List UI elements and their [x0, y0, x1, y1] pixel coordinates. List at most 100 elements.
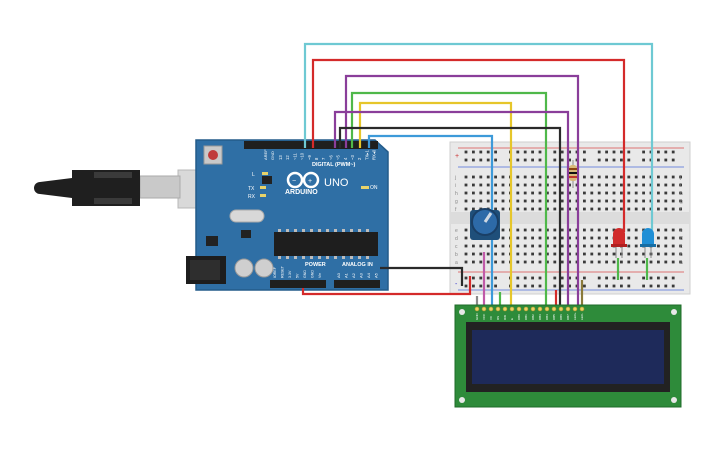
breadboard-hole[interactable] [494, 175, 497, 179]
breadboard-hole[interactable] [679, 183, 682, 187]
breadboard-hole[interactable] [472, 276, 475, 280]
breadboard-hole[interactable] [553, 199, 557, 203]
breadboard-hole[interactable] [597, 150, 601, 154]
breadboard-hole[interactable] [627, 260, 631, 264]
arduino-board[interactable]: TX RX L ON − + ARDUINO UNO DIGITAL (PWM~… [186, 139, 389, 291]
breadboard-hole[interactable] [627, 191, 631, 195]
breadboard-hole[interactable] [620, 191, 623, 195]
breadboard-hole[interactable] [664, 236, 668, 240]
breadboard-hole[interactable] [546, 183, 549, 187]
breadboard-hole[interactable] [627, 150, 631, 154]
breadboard-hole[interactable] [605, 260, 608, 264]
breadboard-hole[interactable] [605, 150, 608, 154]
breadboard-hole[interactable] [479, 175, 483, 179]
breadboard-hole[interactable] [679, 175, 682, 179]
breadboard-hole[interactable] [605, 276, 608, 280]
breadboard-hole[interactable] [560, 260, 564, 264]
breadboard-hole[interactable] [568, 252, 571, 256]
breadboard-hole[interactable] [546, 260, 549, 264]
breadboard-hole[interactable] [612, 276, 616, 280]
breadboard-hole[interactable] [472, 252, 475, 256]
breadboard-hole[interactable] [568, 183, 571, 187]
breadboard-hole[interactable] [664, 284, 668, 288]
breadboard-hole[interactable] [671, 244, 675, 248]
breadboard-hole[interactable] [560, 276, 564, 280]
breadboard-hole[interactable] [627, 236, 631, 240]
breadboard-hole[interactable] [516, 236, 520, 240]
breadboard-hole[interactable] [516, 252, 520, 256]
breadboard-hole[interactable] [664, 228, 668, 232]
breadboard-hole[interactable] [620, 183, 623, 187]
breadboard-hole[interactable] [657, 175, 660, 179]
breadboard-hole[interactable] [634, 244, 638, 248]
breadboard-hole[interactable] [583, 228, 586, 232]
breadboard-hole[interactable] [538, 276, 542, 280]
breadboard-hole[interactable] [657, 244, 660, 248]
breadboard-hole[interactable] [583, 183, 586, 187]
breadboard-hole[interactable] [486, 199, 490, 203]
breadboard-hole[interactable] [523, 284, 527, 288]
breadboard-hole[interactable] [634, 191, 638, 195]
breadboard-hole[interactable] [583, 260, 586, 264]
breadboard-hole[interactable] [464, 207, 468, 211]
breadboard-hole[interactable] [664, 175, 668, 179]
breadboard-hole[interactable] [531, 199, 534, 203]
breadboard-hole[interactable] [605, 158, 608, 162]
breadboard-hole[interactable] [494, 252, 497, 256]
breadboard-hole[interactable] [657, 236, 660, 240]
breadboard-hole[interactable] [523, 175, 527, 179]
breadboard-hole[interactable] [523, 207, 527, 211]
breadboard-hole[interactable] [597, 191, 601, 195]
breadboard-hole[interactable] [657, 191, 660, 195]
breadboard-hole[interactable] [590, 199, 594, 203]
breadboard-hole[interactable] [516, 158, 520, 162]
power-header[interactable] [270, 280, 326, 288]
breadboard-hole[interactable] [612, 228, 616, 232]
breadboard-hole[interactable] [634, 236, 638, 240]
breadboard-hole[interactable] [538, 284, 542, 288]
breadboard-hole[interactable] [590, 244, 594, 248]
breadboard-hole[interactable] [523, 228, 527, 232]
breadboard-hole[interactable] [620, 276, 623, 280]
breadboard-hole[interactable] [605, 175, 608, 179]
breadboard-hole[interactable] [597, 207, 601, 211]
breadboard-hole[interactable] [671, 236, 675, 240]
breadboard-hole[interactable] [531, 158, 534, 162]
breadboard-hole[interactable] [486, 244, 490, 248]
breadboard-hole[interactable] [494, 183, 497, 187]
breadboard-hole[interactable] [531, 175, 534, 179]
breadboard-hole[interactable] [627, 284, 631, 288]
breadboard-hole[interactable] [546, 244, 549, 248]
resistor-icon[interactable] [569, 160, 577, 188]
wire-purple-2[interactable] [333, 110, 570, 310]
breadboard-hole[interactable] [553, 228, 557, 232]
breadboard-hole[interactable] [642, 260, 645, 264]
breadboard-hole[interactable] [516, 244, 520, 248]
breadboard-hole[interactable] [472, 150, 475, 154]
breadboard-hole[interactable] [597, 236, 601, 240]
breadboard-hole[interactable] [472, 284, 475, 288]
breadboard-hole[interactable] [590, 175, 594, 179]
breadboard-hole[interactable] [464, 191, 468, 195]
breadboard-hole[interactable] [605, 236, 608, 240]
breadboard-hole[interactable] [560, 207, 564, 211]
breadboard-hole[interactable] [553, 260, 557, 264]
breadboard-hole[interactable] [523, 191, 527, 195]
breadboard-hole[interactable] [642, 158, 645, 162]
breadboard-hole[interactable] [634, 260, 638, 264]
breadboard-hole[interactable] [486, 158, 490, 162]
breadboard-hole[interactable] [560, 244, 564, 248]
breadboard-hole[interactable] [494, 260, 497, 264]
breadboard-hole[interactable] [642, 175, 645, 179]
breadboard-hole[interactable] [516, 150, 520, 154]
breadboard-hole[interactable] [664, 158, 668, 162]
breadboard-hole[interactable] [597, 252, 601, 256]
lcd-pin[interactable] [502, 306, 508, 312]
breadboard-hole[interactable] [486, 150, 490, 154]
breadboard-hole[interactable] [634, 252, 638, 256]
breadboard-hole[interactable] [501, 183, 505, 187]
breadboard-hole[interactable] [590, 260, 594, 264]
breadboard-hole[interactable] [479, 244, 483, 248]
